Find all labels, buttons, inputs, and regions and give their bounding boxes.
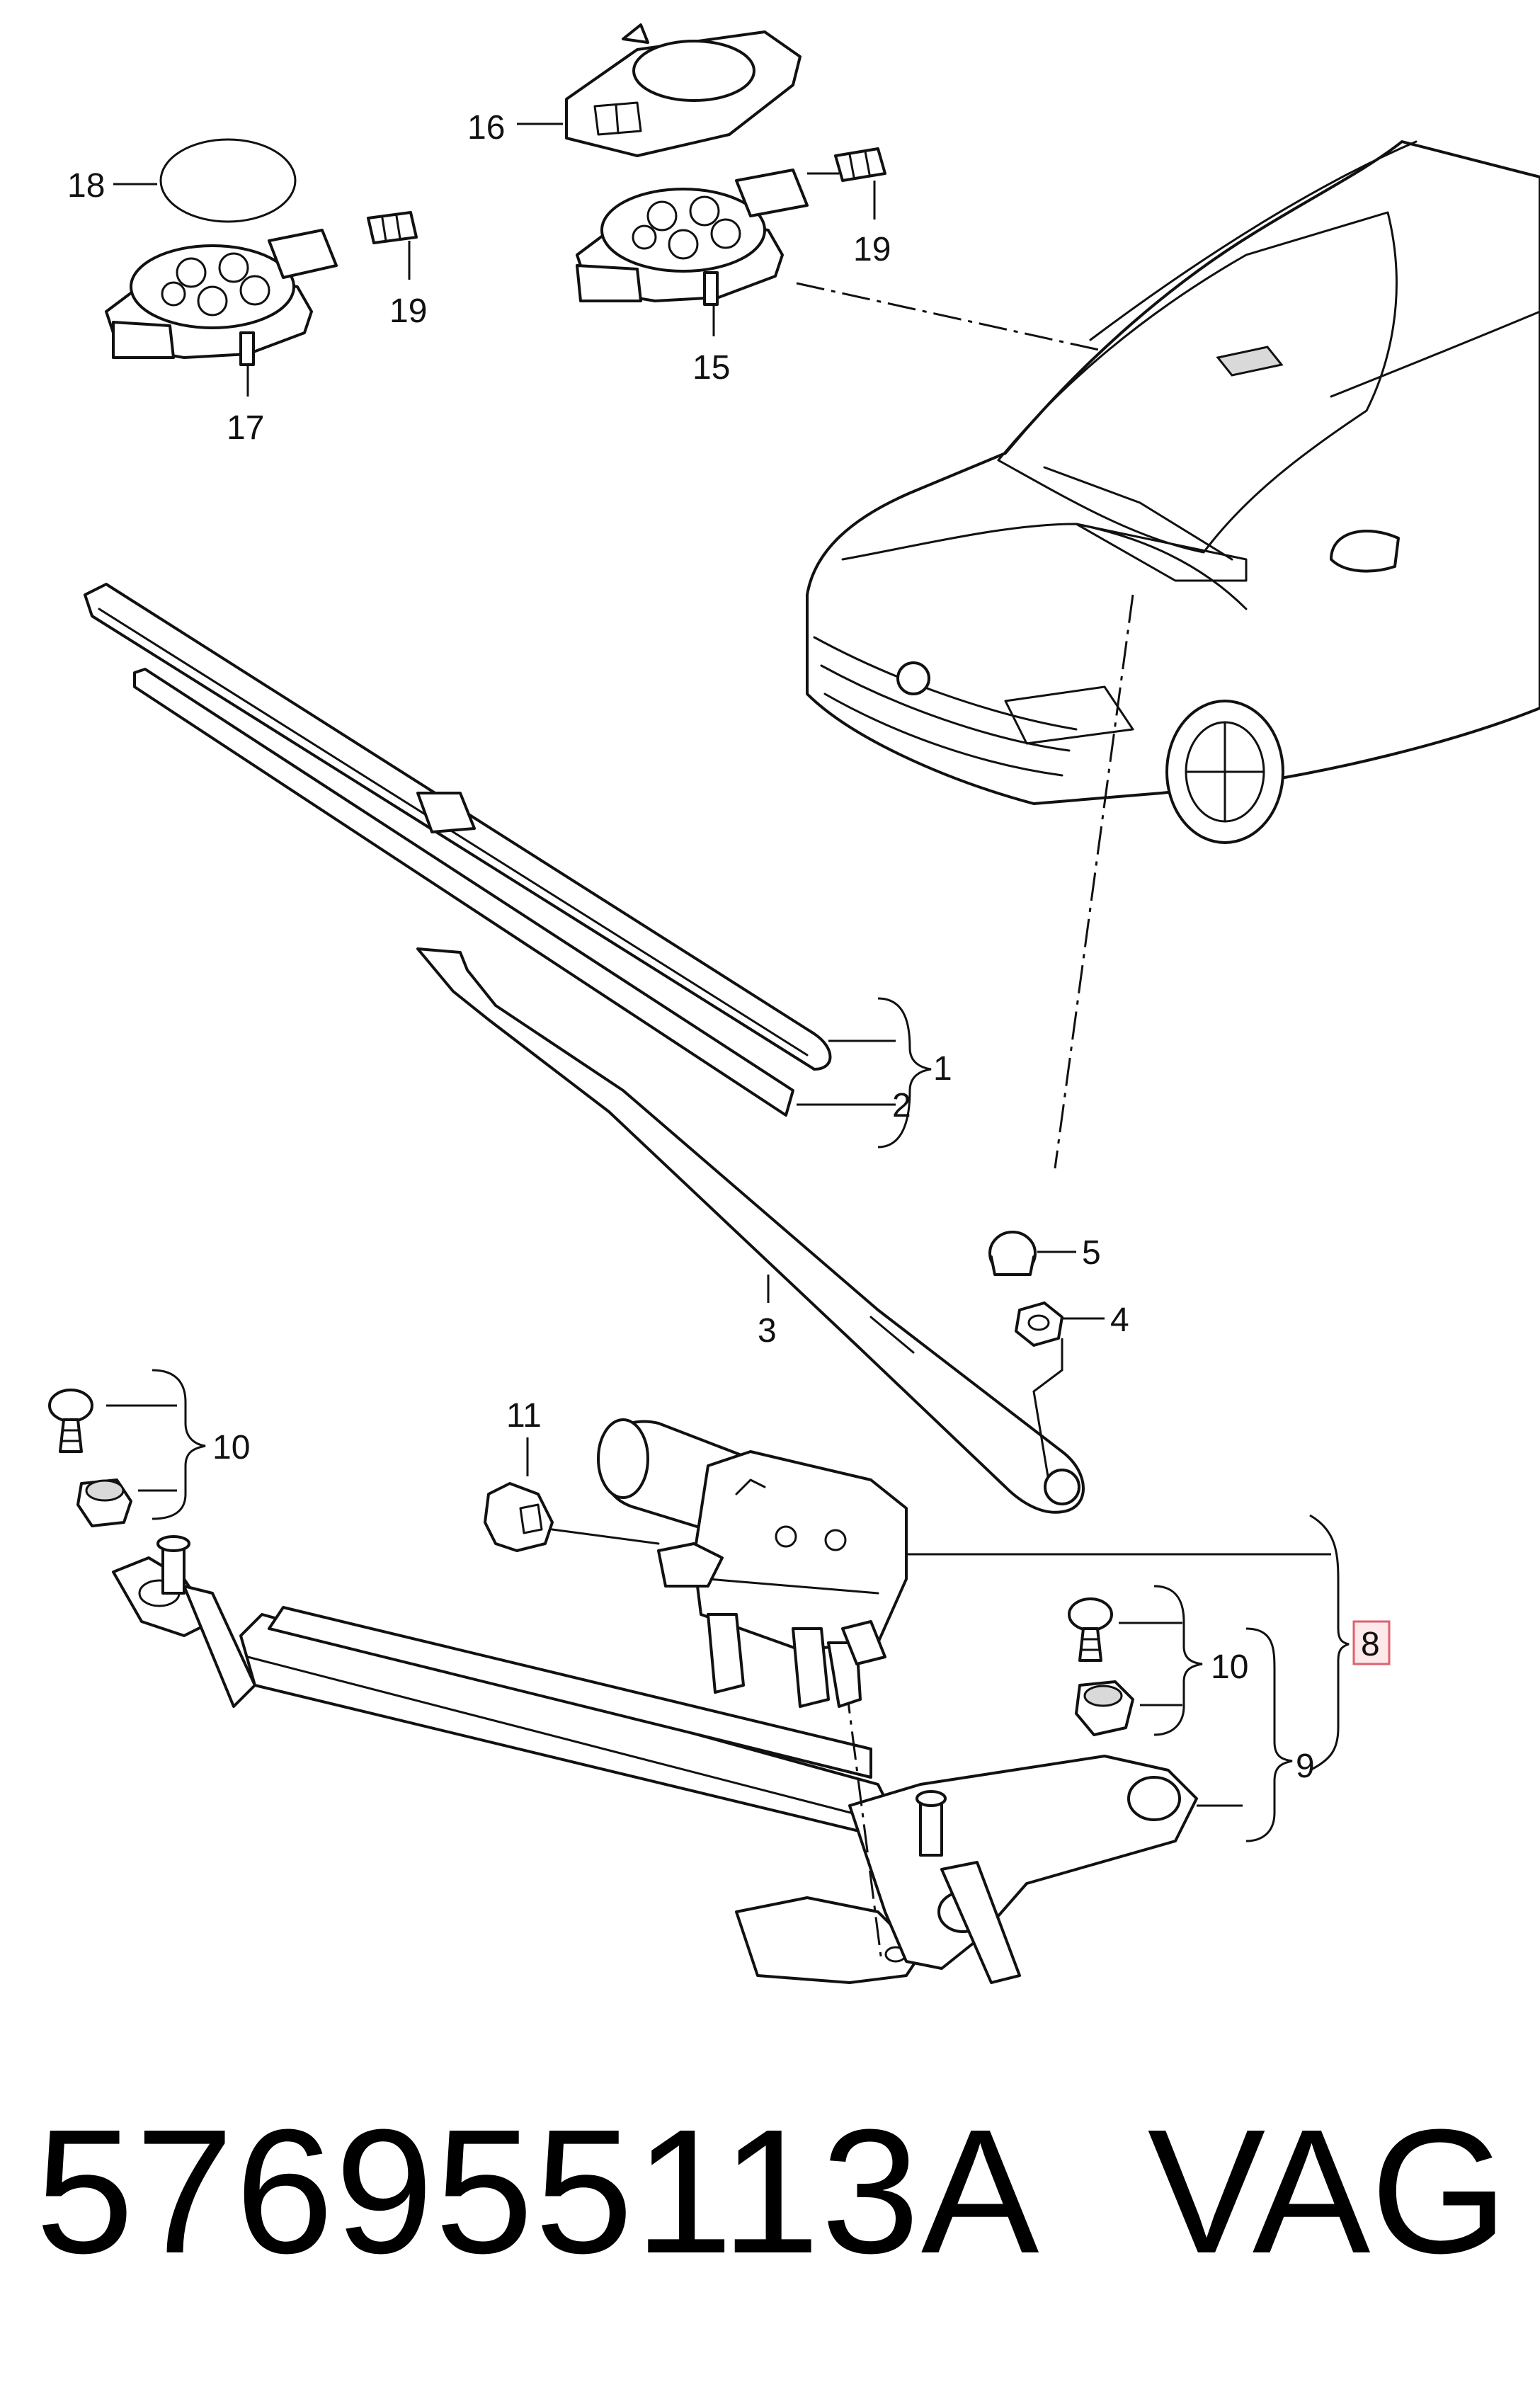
callout-3: 3 bbox=[758, 1312, 777, 1350]
connector-19b bbox=[834, 147, 886, 182]
callout-9: 9 bbox=[1296, 1748, 1315, 1785]
callout-1: 1 bbox=[933, 1050, 952, 1088]
callout-17: 17 bbox=[227, 409, 264, 447]
gel-pad-18 bbox=[159, 138, 297, 223]
rain-sensor-15 bbox=[576, 169, 809, 306]
callout-18: 18 bbox=[67, 167, 105, 205]
rain-sensor-17 bbox=[105, 229, 338, 366]
bolt-10a bbox=[48, 1389, 93, 1453]
callout-11: 11 bbox=[506, 1397, 542, 1435]
callout-19a: 19 bbox=[389, 292, 427, 330]
callout-10b: 10 bbox=[1211, 1648, 1248, 1686]
callout-5: 5 bbox=[1082, 1234, 1101, 1272]
callout-10a: 10 bbox=[212, 1429, 250, 1466]
hex-nut-4 bbox=[1015, 1301, 1063, 1347]
callout-16: 16 bbox=[467, 109, 505, 147]
callout-19b: 19 bbox=[853, 231, 891, 268]
bolt-10b bbox=[1068, 1597, 1113, 1662]
wiper-blade-refill-2 bbox=[133, 668, 794, 1117]
part-number: 576955113A bbox=[35, 2092, 1041, 2290]
connector-19a bbox=[367, 211, 418, 244]
cover-cap-5 bbox=[988, 1231, 1037, 1276]
callout-15: 15 bbox=[692, 349, 730, 387]
wiper-arm-3 bbox=[416, 947, 1085, 1514]
car-front-view bbox=[806, 140, 1540, 844]
wiper-linkage-9 bbox=[112, 1535, 1198, 1984]
sensor-bracket-16 bbox=[565, 23, 802, 157]
callout-8-highlight bbox=[1352, 1620, 1391, 1665]
grommet-10b bbox=[1075, 1680, 1134, 1736]
grommet-10a bbox=[76, 1478, 132, 1527]
callout-4: 4 bbox=[1110, 1301, 1129, 1339]
wiper-motor bbox=[597, 1418, 908, 1708]
part-number-footer: 576955113A VAG bbox=[35, 2085, 1508, 2298]
wiper-blade-1 bbox=[84, 583, 832, 1071]
callout-8: 8 bbox=[1361, 1626, 1380, 1663]
brand-name: VAG bbox=[1147, 2092, 1508, 2290]
wiper-motor-connector-11 bbox=[484, 1482, 660, 1552]
callout-2: 2 bbox=[892, 1087, 911, 1124]
